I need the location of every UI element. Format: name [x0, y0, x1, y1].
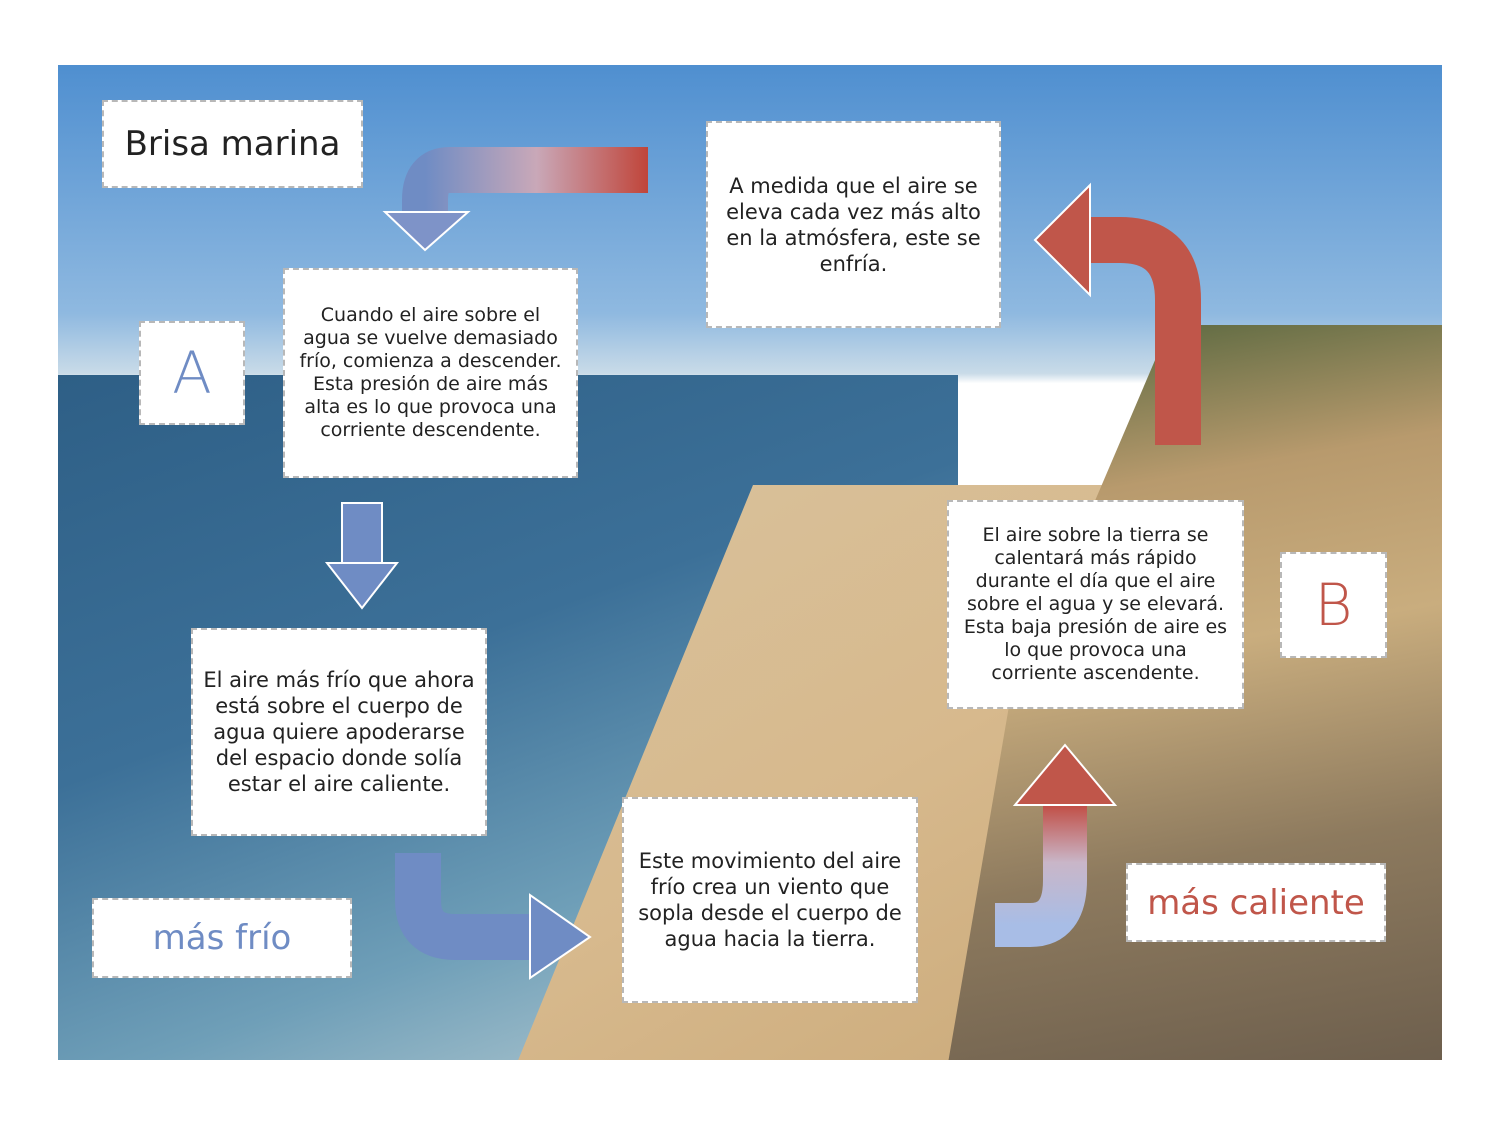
arrow-down-head — [324, 562, 400, 610]
arrow-down-shaft — [341, 502, 383, 564]
arrow-bottom-left-curved — [395, 853, 540, 960]
hot-label: más caliente — [1147, 882, 1365, 923]
arrow-bottom-left-head — [529, 893, 592, 980]
label-b: B — [1280, 552, 1387, 658]
arrow-top-right-head — [1033, 182, 1091, 298]
step-land-heat-box: El aire sobre la tierra se calentará más… — [947, 500, 1244, 709]
title-box: Brisa marina — [102, 100, 363, 188]
arrow-top-head — [382, 211, 471, 252]
title: Brisa marina — [124, 124, 341, 164]
step-cold-air-box: El aire más frío que ahora está sobre el… — [191, 628, 487, 836]
step-cool-high-box: A medida que el aire se eleva cada vez m… — [706, 121, 1001, 328]
hot-label-box: más caliente — [1126, 863, 1386, 942]
step-descend-text: Cuando el aire sobre el agua se vuelve d… — [299, 304, 562, 441]
arrow-top-curved — [402, 147, 648, 215]
step-land-heat-text: El aire sobre la tierra se calentará más… — [963, 524, 1228, 684]
arrow-top-right-curved — [1085, 217, 1201, 445]
label-a-text: A — [172, 339, 212, 407]
cold-label-box: más frío — [92, 898, 352, 978]
step-wind-box: Este movimiento del aire frío crea un vi… — [622, 797, 918, 1003]
step-cool-high-text: A medida que el aire se eleva cada vez m… — [726, 173, 981, 276]
label-b-text: B — [1314, 571, 1353, 639]
arrow-bottom-right-curved — [995, 800, 1087, 947]
step-wind-text: Este movimiento del aire frío crea un vi… — [638, 849, 902, 951]
label-a: A — [139, 321, 245, 425]
cold-label: más frío — [152, 918, 292, 958]
step-cold-air-text: El aire más frío que ahora está sobre el… — [203, 668, 475, 796]
step-descend-box: Cuando el aire sobre el agua se vuelve d… — [283, 268, 578, 478]
arrow-bottom-right-head — [1012, 743, 1118, 806]
